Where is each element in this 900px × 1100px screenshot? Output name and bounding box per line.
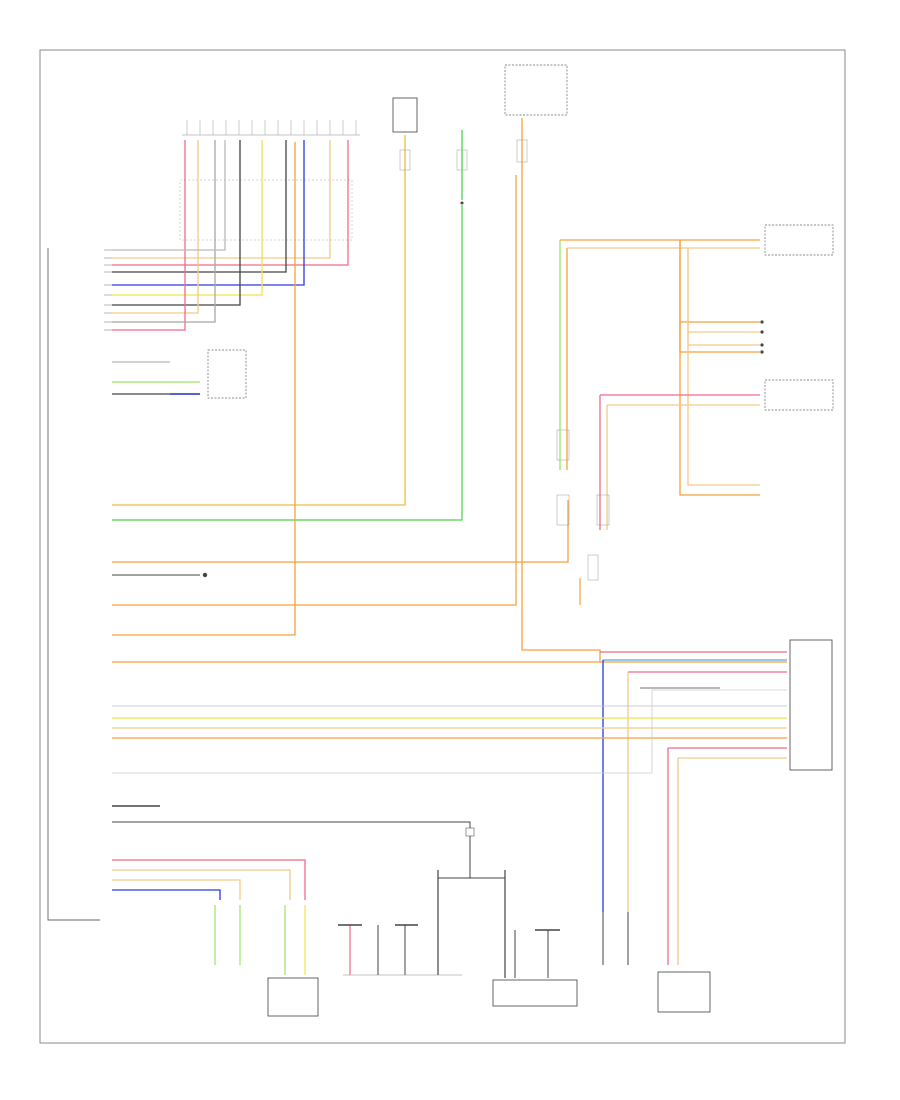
right-cluster-wires [559, 239, 760, 530]
top-middle-module-a [112, 97, 418, 506]
speaker-leads [214, 905, 306, 975]
telephone-module [112, 349, 247, 399]
right-cluster-components [760, 224, 834, 411]
head-unit-bundle [112, 140, 349, 331]
ground-bracket [47, 248, 100, 921]
top-power-module [112, 64, 601, 662]
connector-markers [399, 139, 610, 581]
amplifier-module [492, 870, 578, 1007]
left-rear-speaker [602, 912, 629, 965]
antenna-junction [438, 827, 505, 879]
rear-receiver-module [789, 639, 833, 771]
telephone-antenna-group [338, 870, 462, 976]
right-front-speaker [267, 977, 319, 1017]
orange-riser-wire [112, 142, 296, 636]
top-middle-module-b [112, 130, 464, 521]
left-pin-stubs [104, 249, 112, 331]
diagram-frame [39, 49, 846, 1044]
rear-receiver-wires [112, 651, 787, 965]
top-connector-group [179, 120, 360, 241]
front-speaker-wires [112, 805, 471, 900]
right-rear-speaker [657, 971, 711, 1013]
orange-feed-wire [112, 500, 569, 563]
